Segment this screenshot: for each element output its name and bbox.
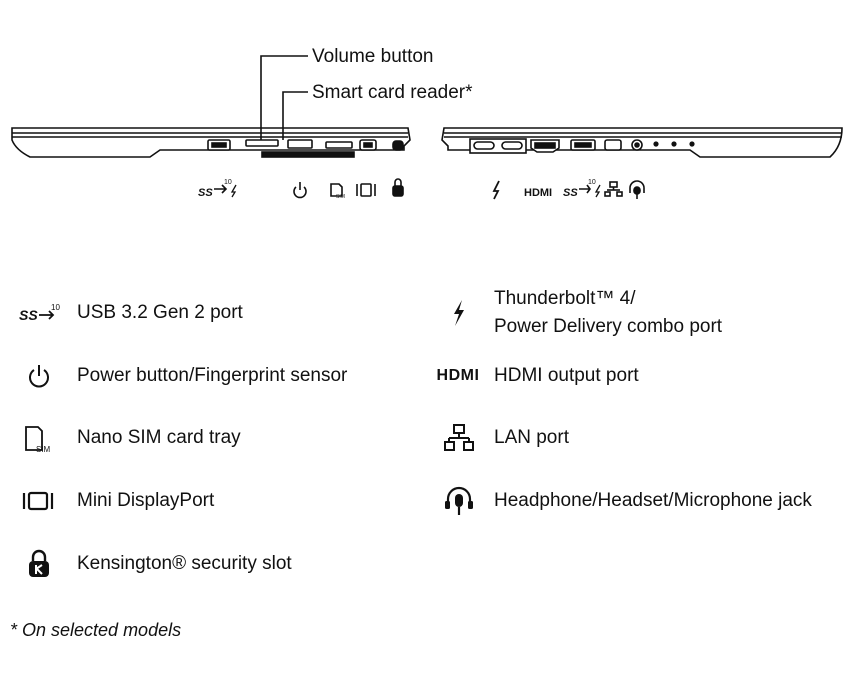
- hdmi-icon: HDMI: [432, 356, 484, 396]
- legend-label-lan: LAN port: [494, 427, 569, 448]
- power-button-port: [287, 139, 313, 149]
- kensington-lock-icon: [16, 544, 62, 584]
- legend-item-lan: LAN port: [436, 418, 569, 458]
- svg-text:SS: SS: [19, 307, 38, 323]
- svg-text:SS: SS: [198, 187, 213, 199]
- smart-card-slot: [261, 151, 355, 158]
- right-port-icons: HDMI SS 10: [492, 179, 645, 200]
- volume-button-callout: Volume button: [312, 46, 434, 67]
- legend-item-minidp: Mini DisplayPort: [16, 481, 214, 521]
- usb-ss10-icon: SS 10: [16, 293, 62, 333]
- laptop-side-views-diagram: SS 10 SIM HDM: [11, 55, 843, 200]
- left-port-icons: SS 10 SIM: [198, 178, 404, 200]
- legend-label-usb: USB 3.2 Gen 2 port: [77, 302, 243, 323]
- right-side-view: [441, 127, 843, 158]
- legend-label-kensington: Kensington® security slot: [77, 553, 292, 574]
- legend-label-minidp: Mini DisplayPort: [77, 490, 215, 511]
- legend-item-power: Power button/Fingerprint sensor: [16, 356, 347, 396]
- legend-item-headset: Headphone/Headset/Microphone jack: [436, 481, 812, 521]
- legend-item-kensington: Kensington® security slot: [16, 544, 292, 584]
- sim-tray: [325, 141, 353, 149]
- kensington-slot: [392, 140, 404, 151]
- mini-displayport-icon: [16, 481, 62, 521]
- callout-lines: [260, 55, 308, 140]
- thunderbolt-label-line-1: Thunderbolt™ 4/: [494, 288, 636, 309]
- legend-item-sim: SIM Nano SIM card tray: [16, 418, 241, 458]
- footnote: * On selected models: [10, 620, 182, 640]
- legend-label-hdmi: HDMI output port: [494, 365, 639, 386]
- smart-card-reader-callout: Smart card reader*: [312, 82, 473, 103]
- svg-text:SIM: SIM: [336, 194, 345, 200]
- lan-icon: [436, 418, 482, 458]
- thunderbolt-label-line-2: Power Delivery combo port: [494, 316, 723, 337]
- thunderbolt-icon: [436, 293, 482, 333]
- svg-text:10: 10: [224, 179, 232, 186]
- legend-label-sim: Nano SIM card tray: [77, 427, 241, 448]
- legend-label-thunderbolt: Thunderbolt™ 4/ Power Delivery combo por…: [494, 285, 722, 341]
- power-icon: [16, 356, 62, 396]
- legend-item-usb: SS 10 USB 3.2 Gen 2 port: [16, 293, 243, 333]
- volume-button: [245, 139, 279, 147]
- svg-text:SIM: SIM: [36, 445, 51, 453]
- lan-port: [604, 139, 622, 151]
- headset-jack-icon: [436, 481, 482, 521]
- svg-text:10: 10: [588, 179, 596, 186]
- svg-text:SS: SS: [563, 187, 578, 199]
- svg-text:10: 10: [51, 303, 60, 312]
- legend-item-thunderbolt: Thunderbolt™ 4/ Power Delivery combo por…: [436, 285, 722, 341]
- left-side-view: [11, 127, 411, 158]
- hdmi-icon-text: HDMI: [436, 367, 480, 384]
- legend-item-hdmi: HDMI HDMI output port: [432, 356, 639, 396]
- sim-card-icon: SIM: [16, 418, 62, 458]
- legend-label-headset: Headphone/Headset/Microphone jack: [494, 490, 812, 511]
- svg-text:HDMI: HDMI: [524, 187, 552, 199]
- legend-label-power: Power button/Fingerprint sensor: [77, 365, 348, 386]
